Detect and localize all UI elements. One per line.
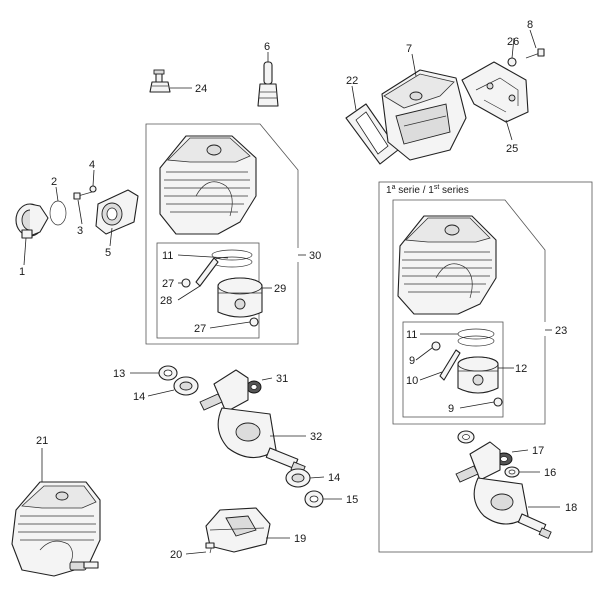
seal-15-part	[304, 490, 324, 508]
plug-boot-part	[257, 61, 279, 107]
screw-3-part	[73, 191, 93, 200]
callout-2: 2	[51, 176, 57, 188]
cylinder-assembly-part	[159, 135, 257, 235]
callout-15: 15	[346, 494, 358, 506]
callout-20: 20	[170, 549, 182, 561]
spark-plug-part	[149, 69, 171, 93]
screw-8-part	[525, 48, 545, 59]
callout-11-group23: 11	[406, 329, 417, 341]
washer-4-part	[89, 185, 97, 193]
intake-boot-part	[15, 203, 49, 239]
bearing-14-lower-part	[285, 468, 311, 488]
circlip-27-upper-part	[181, 278, 191, 288]
callout-13: 13	[113, 368, 125, 380]
circlip-9-upper-part	[431, 341, 441, 351]
washer-26-part	[507, 57, 517, 67]
callout-31: 31	[276, 373, 288, 385]
piston-part	[217, 277, 263, 318]
clamp-ring-part	[49, 200, 67, 226]
callout-18: 18	[565, 502, 577, 514]
piston-rings-first-series-part	[457, 328, 495, 347]
circlip-9-lower-part	[493, 397, 503, 407]
callout-26: 26	[507, 36, 519, 48]
needle-bearing-31-part	[246, 380, 262, 394]
callout-6: 6	[264, 41, 270, 53]
crankshaft-32-part	[199, 369, 306, 475]
callout-25: 25	[506, 143, 518, 155]
piston-kit-12-frame	[402, 321, 504, 418]
series-header: 1a serie / 1st series	[386, 184, 469, 196]
callout-27-upper: 27	[162, 278, 174, 290]
muffler-part	[381, 69, 467, 161]
seal-13-part	[158, 365, 178, 381]
intake-flange-part	[95, 189, 139, 235]
callout-1: 1	[19, 266, 25, 278]
first-series-frame	[378, 181, 593, 553]
callout-22: 22	[346, 75, 358, 87]
callout-24: 24	[195, 83, 207, 95]
heat-shield-part	[461, 61, 529, 123]
callout-14-upper: 14	[133, 391, 145, 403]
callout-28: 28	[160, 295, 172, 307]
group-30-frame	[145, 123, 306, 345]
crankshaft-18-part	[455, 441, 552, 540]
callout-9-upper: 9	[409, 355, 415, 367]
callout-23: 23	[555, 325, 567, 337]
piston-pin-10-part	[439, 349, 461, 381]
callout-30: 30	[309, 250, 321, 262]
group-23-frame	[392, 199, 552, 425]
piston-rings-part	[211, 249, 253, 268]
callout-7: 7	[406, 43, 412, 55]
circlip-27-lower-part	[249, 317, 259, 327]
callout-4: 4	[89, 159, 95, 171]
callout-3: 3	[77, 225, 83, 237]
callout-29: 29	[274, 283, 286, 295]
piston-pin-part	[195, 257, 219, 287]
screw-20-part	[205, 542, 215, 554]
callout-5: 5	[105, 247, 111, 259]
callout-12: 12	[515, 363, 527, 375]
callout-16: 16	[544, 467, 556, 479]
piston-first-series-part	[457, 356, 499, 394]
bearing-14-upper-part	[173, 376, 199, 396]
callout-11-group30: 11	[162, 250, 173, 262]
callout-17: 17	[532, 445, 544, 457]
callout-32: 32	[310, 431, 322, 443]
callout-14-lower: 14	[328, 472, 340, 484]
cylinder-first-series-part	[397, 215, 497, 315]
leader-lines	[23, 29, 560, 555]
seal-first-series-part	[457, 430, 475, 444]
callout-9-lower: 9	[448, 403, 454, 415]
callout-10: 10	[406, 375, 418, 387]
callout-8: 8	[527, 19, 533, 31]
callout-27-lower: 27	[194, 323, 206, 335]
callout-19: 19	[294, 533, 306, 545]
crankcase-cover-19-part	[205, 507, 271, 553]
washer-16-part	[504, 466, 520, 478]
callout-21: 21	[36, 435, 48, 447]
engine-assembly-21-part	[11, 481, 101, 577]
